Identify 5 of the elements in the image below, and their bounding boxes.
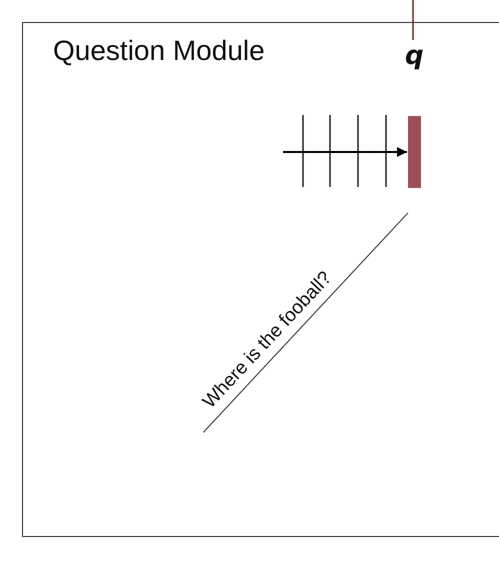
module-title: Question Module [53,35,265,67]
vector-label: q [405,41,424,71]
connector-line [412,0,414,40]
arrow [283,147,407,157]
module-box [22,22,499,537]
